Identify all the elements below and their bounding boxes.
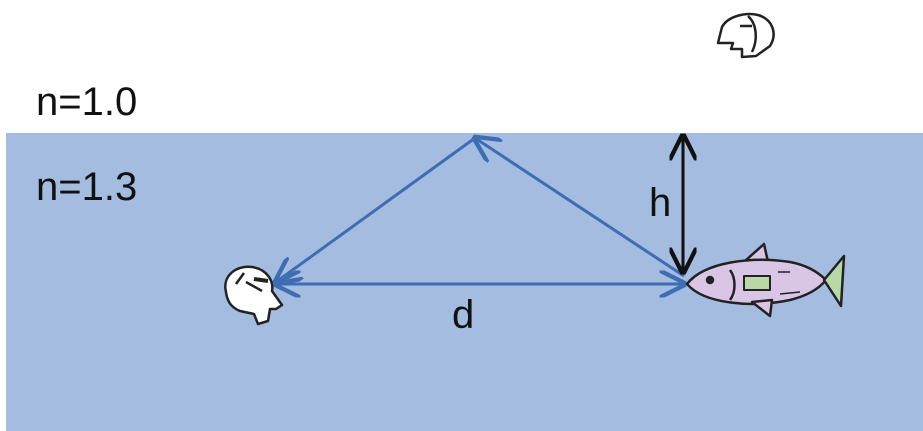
fish-icon [685,242,846,318]
water-index-label: n=1.3 [36,165,137,209]
depth-label: h [649,181,671,225]
distance-label: d [452,293,474,337]
observer-head-icon [716,12,775,59]
ray-to-surface [475,138,685,278]
ray-from-surface [276,136,476,282]
diver-head-icon [224,265,284,326]
air-index-label: n=1.0 [36,80,137,124]
